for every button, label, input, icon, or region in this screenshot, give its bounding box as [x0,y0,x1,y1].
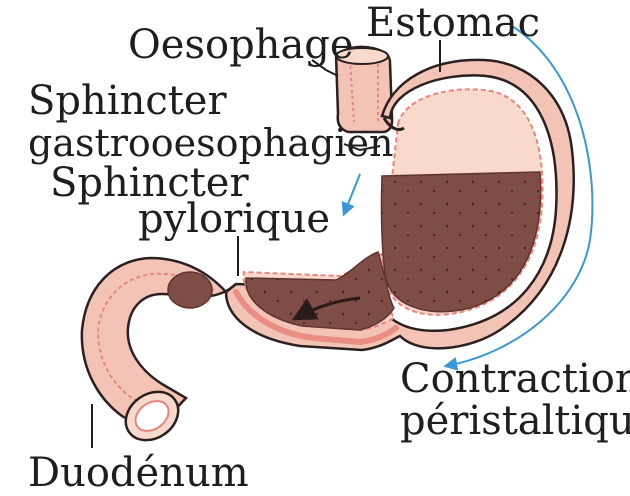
label-estomac: Estomac [366,0,540,46]
label-oesophage: Oesophage [128,22,354,68]
label-sphincter-pylorique-line2: pylorique [138,196,330,242]
label-contraction-line1: Contraction [400,356,630,402]
label-duodenum: Duodénum [28,450,249,496]
label-sphincter-gastro-line2: gastrooesophagien [28,121,393,165]
label-sphincter-gastro-line1: Sphincter [28,78,227,124]
label-contraction-line2: péristaltique [400,398,630,444]
oesophagus-flow-arrow [344,174,360,214]
duodenum [82,258,236,450]
